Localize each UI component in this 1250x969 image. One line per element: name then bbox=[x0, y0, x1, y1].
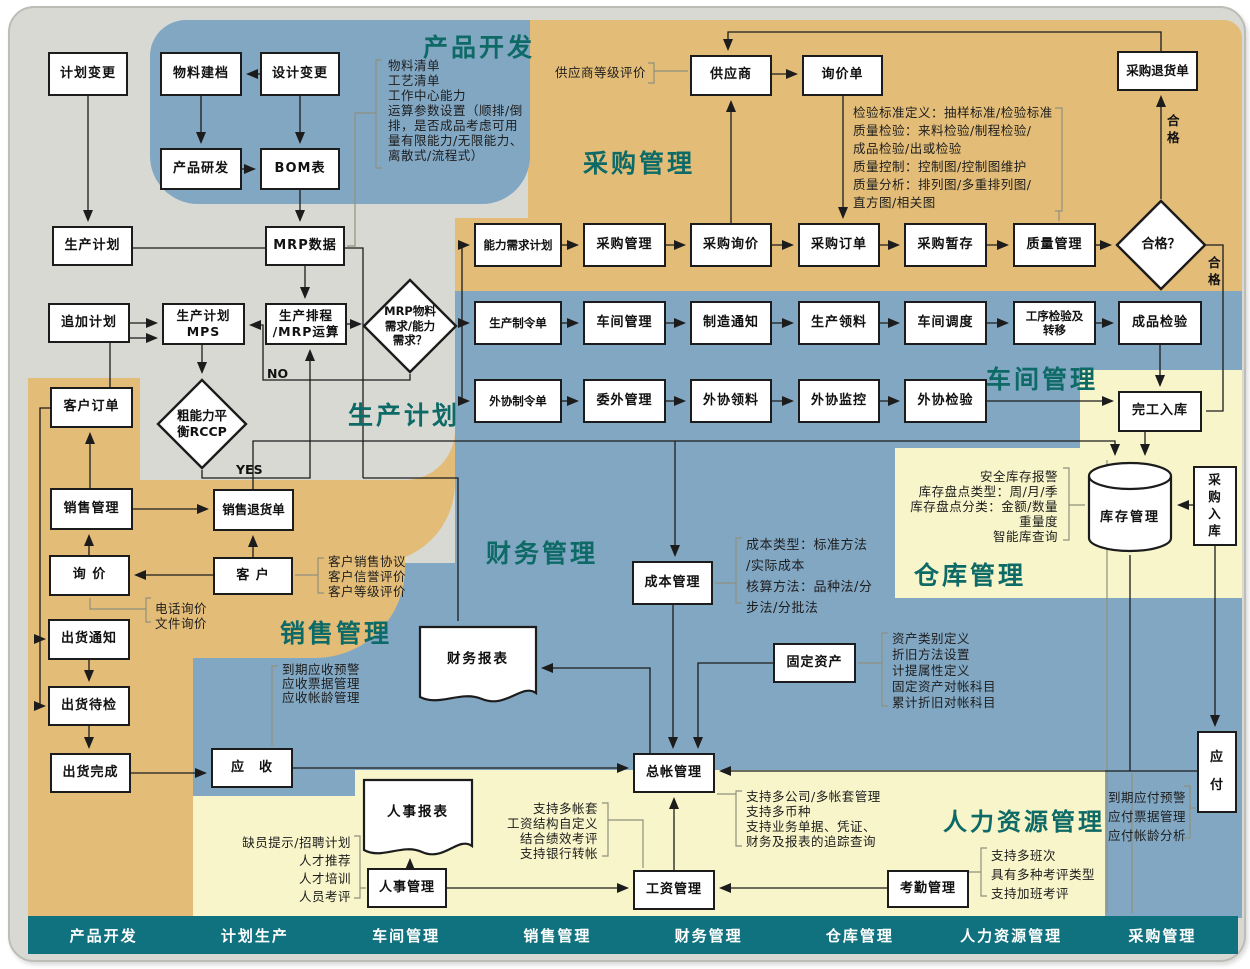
box-design-change: 设计变更 bbox=[260, 52, 340, 96]
box-process-inspection: 工序检验及 转移 bbox=[1013, 301, 1096, 345]
doc-hr-report: 人事报表 bbox=[362, 778, 474, 864]
box-quality-mgmt: 质量管理 bbox=[1013, 223, 1096, 267]
region-title-production-plan: 生产计划 bbox=[348, 401, 461, 430]
box-ledger: 总帐管理 bbox=[633, 753, 715, 793]
box-outsource-order: 外协制令单 bbox=[474, 379, 562, 423]
box-attendance-mgmt: 考勤管理 bbox=[887, 870, 969, 908]
note-receivable: 到期应收预警应收票据管理应收帐龄管理 bbox=[282, 662, 361, 705]
box-hr-mgmt: 人事管理 bbox=[367, 868, 447, 908]
box-prod-picking: 生产领料 bbox=[798, 301, 880, 345]
box-ship-pending: 出货待检 bbox=[48, 686, 130, 726]
box-salary-mgmt: 工资管理 bbox=[633, 870, 715, 910]
nav-item-hr[interactable]: 人力资源管理 bbox=[960, 926, 1063, 945]
box-plan-change: 计划变更 bbox=[48, 52, 128, 96]
box-customer: 客 户 bbox=[213, 557, 293, 595]
label-yes: YES bbox=[236, 462, 263, 477]
box-payable: 应 付 bbox=[1197, 731, 1237, 813]
box-material-file: 物料建档 bbox=[160, 52, 242, 96]
note-salary: 支持多帐套工资结构自定义 结合绩效考评支持银行转帐 bbox=[506, 801, 598, 861]
cylinder-inventory: 库存管理 bbox=[1086, 460, 1174, 555]
note-recruit: 缺员提示/招聘计划人才推荐 人才培训人员考评 bbox=[242, 835, 351, 904]
region-title-product-dev: 产品开发 bbox=[423, 33, 536, 62]
region-title-sales: 销售管理 bbox=[280, 619, 393, 648]
box-mfg-notice: 制造通知 bbox=[690, 301, 772, 345]
bottom-nav: 产品开发 计划生产 车间管理 销售管理 财务管理 仓库管理 人力资源管理 采购管… bbox=[28, 916, 1238, 954]
box-workshop-dispatch: 车间调度 bbox=[904, 301, 987, 345]
note-ledger: 支持多公司/多帐套管理支持多币种 支持业务单据、凭证、财务及报表的追踪查询 bbox=[746, 789, 881, 849]
box-sales-return: 销售退货单 bbox=[213, 489, 294, 531]
note-inquiry: 电话询价文件询价 bbox=[155, 601, 208, 631]
box-sales-mgmt: 销售管理 bbox=[50, 488, 133, 530]
note-quality: 检验标准定义：抽样标准/检验标准质量检验：来料检验/制程检验/ 成品检验/出或检… bbox=[853, 105, 1053, 210]
box-supplier: 供应商 bbox=[690, 55, 772, 96]
note-asset: 资产类别定义折旧方法设置计提属性定义 固定资产对帐科目累计折旧对帐科目 bbox=[892, 631, 997, 710]
box-purchase-order: 采购订单 bbox=[798, 223, 880, 267]
box-additional-plan: 追加计划 bbox=[48, 303, 130, 343]
box-purchase-inquiry: 采购询价 bbox=[690, 223, 772, 267]
box-product-rd: 产品研发 bbox=[160, 148, 242, 190]
nav-item-product-dev[interactable]: 产品开发 bbox=[69, 926, 138, 945]
nav-item-finance[interactable]: 财务管理 bbox=[674, 926, 743, 945]
box-receivable: 应 收 bbox=[211, 748, 293, 788]
box-purchase-mgmt: 采购管理 bbox=[583, 223, 666, 267]
box-purchase-return: 采购退货单 bbox=[1117, 51, 1198, 91]
box-finished-inspection: 成品检验 bbox=[1118, 301, 1202, 345]
region-title-workshop: 车间管理 bbox=[986, 365, 1099, 394]
box-ship-notice: 出货通知 bbox=[48, 619, 130, 660]
box-purchase-warehousing: 采 购 入 库 bbox=[1193, 466, 1237, 546]
diagram-panel: 计划变更 物料建档 设计变更 产品研发 BOM表 生产计划 MRP数据 追加计划… bbox=[8, 6, 1246, 962]
box-workshop-mgmt: 车间管理 bbox=[583, 301, 666, 345]
box-outsource-mgmt: 委外管理 bbox=[583, 379, 666, 423]
box-purchase-temp: 采购暂存 bbox=[904, 223, 987, 267]
nav-item-workshop[interactable]: 车间管理 bbox=[372, 926, 441, 945]
box-bom: BOM表 bbox=[260, 148, 340, 190]
nav-item-plan-production[interactable]: 计划生产 bbox=[220, 926, 289, 945]
box-scheduling: 生产排程 /MRP运算 bbox=[265, 303, 347, 345]
nav-item-warehouse[interactable]: 仓库管理 bbox=[825, 926, 894, 945]
box-customer-order: 客户订单 bbox=[50, 387, 133, 428]
nav-item-sales[interactable]: 销售管理 bbox=[523, 926, 592, 945]
box-prod-order: 生产制令单 bbox=[474, 301, 562, 345]
doc-financial-report: 财务报表 bbox=[418, 625, 538, 711]
box-cost-mgmt: 成本管理 bbox=[632, 561, 713, 605]
box-ship-done: 出货完成 bbox=[50, 753, 131, 793]
region-title-finance: 财务管理 bbox=[486, 539, 599, 568]
region-title-purchasing: 采购管理 bbox=[583, 149, 696, 178]
box-mrp-data: MRP数据 bbox=[265, 226, 345, 266]
box-mps: 生产计划 MPS bbox=[162, 303, 245, 345]
diamond-qualified: 合格？ bbox=[1115, 199, 1207, 291]
box-outsource-monitor: 外协监控 bbox=[798, 379, 880, 423]
box-inquiry-sheet: 询价单 bbox=[802, 55, 883, 96]
label-qualified-pass: 合 格 bbox=[1208, 255, 1221, 287]
box-inquiry: 询 价 bbox=[49, 555, 130, 596]
label-no: NO bbox=[267, 366, 289, 381]
label-qualified-return: 合 格 bbox=[1167, 113, 1180, 145]
box-outsource-picking: 外协领料 bbox=[690, 379, 772, 423]
note-customer: 客户销售协议客户信誉评价客户等级评价 bbox=[328, 554, 407, 599]
diamond-rccp: 粗能力平 衡RCCP bbox=[156, 378, 248, 470]
note-product-dev: 物料清单工艺清单 工作中心能力运算参数设置（顺排/倒 排，是否成品考虑可用量有限… bbox=[388, 58, 523, 163]
box-outsource-inspection: 外协检验 bbox=[904, 379, 987, 423]
region-title-warehouse: 仓库管理 bbox=[914, 561, 1027, 590]
note-warehouse: 安全库存报警库存盘点类型：周/月/季库存盘点分类：金额/数量 重量度智能库查询 bbox=[910, 469, 1058, 544]
region-title-hr: 人力资源管理 bbox=[943, 808, 1105, 836]
box-fixed-assets: 固定资产 bbox=[773, 643, 856, 683]
note-payable: 到期应付预警应付票据管理应付帐龄分析 bbox=[1108, 790, 1187, 843]
note-cost: 成本类型：标准方法/实际成本 核算方法：品种法/分步法/分批法 bbox=[746, 538, 873, 616]
box-finished-warehousing: 完工入库 bbox=[1118, 391, 1202, 432]
box-production-plan: 生产计划 bbox=[52, 226, 133, 266]
note-supplier-rating: 供应商等级评价 bbox=[554, 65, 646, 80]
nav-item-purchasing[interactable]: 采购管理 bbox=[1128, 926, 1197, 945]
note-attendance: 支持多班次具有多种考评类型支持加班考评 bbox=[991, 848, 1096, 901]
diamond-mrp-check: MRP物料 需求/能力 需求？ bbox=[362, 278, 458, 374]
box-capacity-req: 能力需求计划 bbox=[474, 223, 562, 267]
